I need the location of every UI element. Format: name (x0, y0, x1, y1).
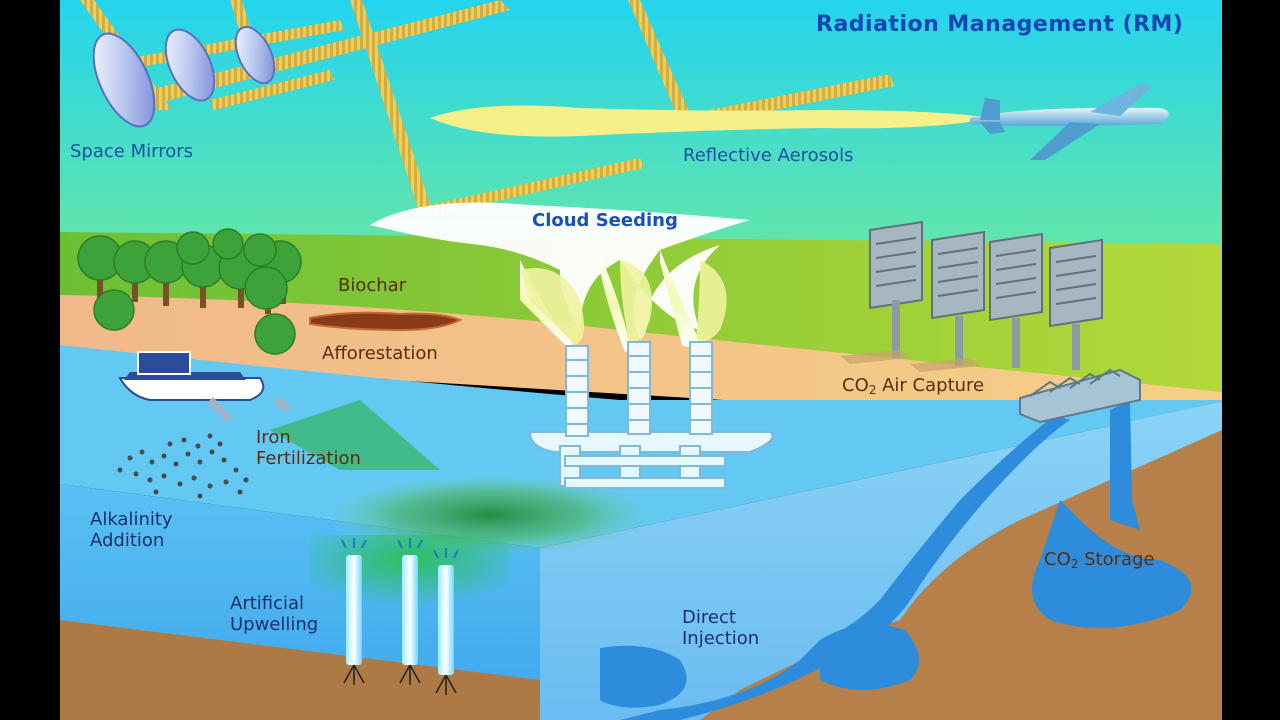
co2-storage-label: CO2 Storage (1044, 549, 1155, 572)
co2-air-capture-label: CO2 Air Capture (842, 375, 985, 398)
cloud-seeding-label: Cloud Seeding (532, 210, 678, 231)
iron-boat (118, 351, 292, 423)
scene-illustration (60, 0, 1222, 720)
iron-particles (117, 433, 249, 499)
co2-air-capture-prefix: CO (842, 375, 869, 396)
artificial-upwelling-line1: Artificial (230, 593, 305, 614)
co2-storage-sub: 2 (1070, 557, 1079, 571)
alkalinity-addition-line2: Addition (90, 529, 165, 551)
afforestation-label: Afforestation (322, 343, 438, 364)
direct-injection-label: Direct Injection (682, 607, 760, 649)
geoengineering-diagram: Radiation Management (RM) Space Mirrors … (60, 0, 1222, 720)
alkalinity-addition-label: Alkalinity Addition (90, 509, 173, 551)
biochar-label: Biochar (338, 275, 407, 296)
co2-storage-reservoir (1032, 500, 1192, 628)
alkalinity-addition-line1: Alkalinity (90, 509, 173, 530)
direct-injection-flow (620, 415, 1070, 720)
artificial-upwelling-line2: Upwelling (230, 613, 319, 635)
space-mirrors (92, 25, 276, 128)
biochar-pit (309, 311, 463, 332)
seabed-front (60, 620, 540, 720)
direct-injection-line2: Injection (682, 627, 760, 649)
co2-storage-suffix: Storage (1078, 549, 1155, 570)
artificial-upwelling-label: Artificial Upwelling (230, 593, 319, 635)
direct-injection-line1: Direct (682, 607, 736, 628)
co2-air-capture-sub: 2 (868, 383, 877, 397)
iron-fertilization-line2: Fertilization (256, 447, 361, 469)
co2-storage-prefix: CO (1044, 549, 1071, 570)
air-capture-panels (840, 220, 1103, 372)
iron-plume (270, 400, 440, 470)
space-mirrors-label: Space Mirrors (70, 141, 193, 162)
iron-fertilization-line1: Iron (256, 427, 291, 448)
aerosol-trail (430, 105, 990, 137)
co2-air-capture-suffix: Air Capture (876, 375, 985, 396)
cloud-seeding-plume (370, 202, 750, 352)
reflective-aerosols-label: Reflective Aerosols (683, 145, 854, 166)
upwelling-pipes (341, 538, 459, 695)
iron-fertilization-label: Iron Fertilization (256, 427, 361, 469)
airplane (970, 84, 1169, 160)
seeding-platform (528, 341, 774, 489)
title-label: Radiation Management (RM) (816, 12, 1184, 37)
forest (77, 228, 302, 355)
capture-facility (1019, 368, 1141, 424)
